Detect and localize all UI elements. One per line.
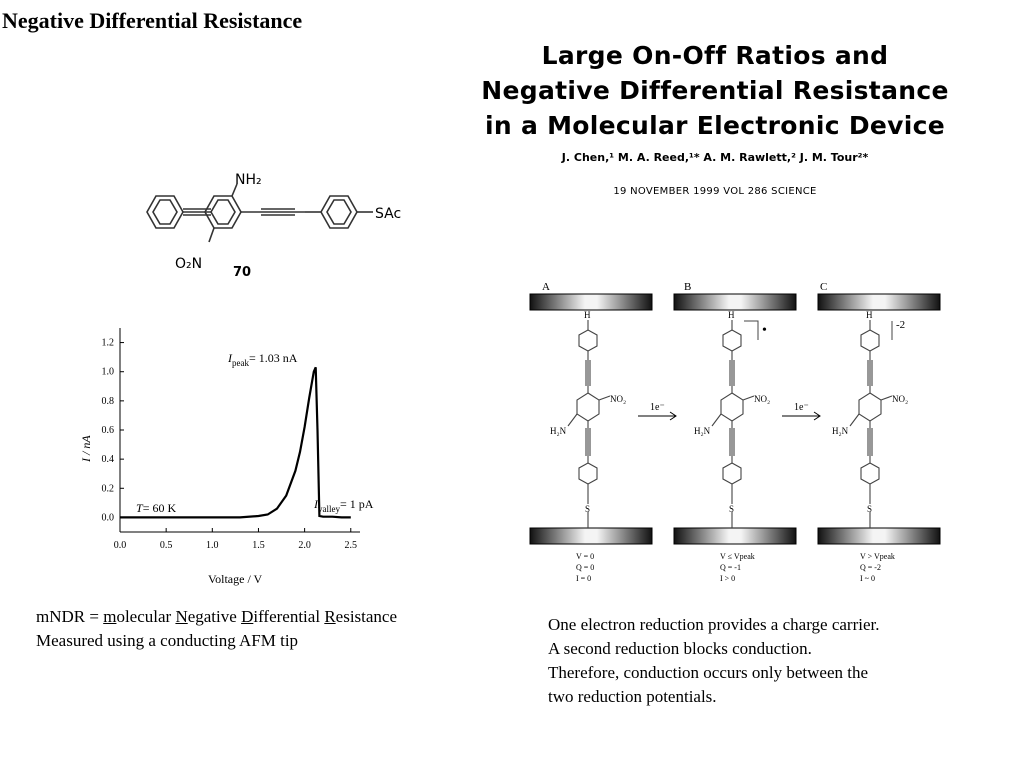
atom-label: H — [584, 310, 591, 320]
caption-line: A second reduction blocks conduction. — [548, 639, 812, 658]
radical-charge: • — [762, 323, 767, 338]
x-tick-label: 2.5 — [345, 540, 358, 551]
y-axis-label: I / nA — [79, 435, 93, 463]
reduction-arrow-label: 1e⁻ — [794, 402, 809, 413]
amine-label: H₂N — [694, 426, 711, 436]
sulfur-label: S — [585, 504, 590, 514]
mechanism-caption: One electron reduction provides a charge… — [548, 613, 880, 709]
y-tick-label: 0.0 — [102, 512, 115, 523]
bottom-electrode — [673, 527, 797, 545]
iv-curve — [120, 366, 351, 519]
sulfur-label: S — [729, 504, 734, 514]
nitro-label: NO₂ — [754, 394, 770, 404]
state-text: V > Vpeak — [860, 552, 895, 561]
paper-title: Large On-Off Ratios and Negative Differe… — [470, 38, 960, 143]
atom-label: H — [728, 310, 735, 320]
nitro-label: NO₂ — [610, 394, 626, 404]
x-tick-label: 2.0 — [298, 540, 311, 551]
paper-header: Large On-Off Ratios and Negative Differe… — [470, 38, 960, 197]
atom-label: H — [866, 310, 873, 320]
reduction-arrow-label: 1e⁻ — [650, 402, 665, 413]
temperature-annotation: T= 60 K — [136, 501, 176, 515]
y-tick-label: 0.8 — [102, 396, 115, 407]
bottom-electrode — [529, 527, 653, 545]
y-tick-label: 0.6 — [102, 425, 115, 436]
state-text: Q = -2 — [860, 563, 881, 572]
dianion-charge: -2 — [896, 319, 905, 331]
x-tick-label: 0.0 — [114, 540, 127, 551]
paper-citation: 19 NOVEMBER 1999 VOL 286 SCIENCE — [613, 186, 817, 197]
peak-annotation: Ipeak= 1.03 nA — [227, 351, 298, 368]
top-electrode — [817, 293, 941, 311]
panel-label: A — [542, 281, 550, 293]
mndr-definition: mNDR = molecular Negative Differential R… — [36, 607, 398, 626]
amine-label: NH₂ — [235, 172, 262, 188]
x-tick-label: 1.5 — [252, 540, 265, 551]
y-tick-label: 0.2 — [102, 483, 115, 494]
phenyl-ring — [146, 195, 184, 229]
top-electrode — [673, 293, 797, 311]
device-schematic: A B C H H H NO₂ NO₂ NO₂ H₂N H₂N H₂N S S … — [529, 281, 941, 583]
y-tick-label: 0.4 — [102, 454, 115, 465]
x-tick-label: 0.5 — [160, 540, 173, 551]
amine-label: H₂N — [832, 426, 849, 436]
caption-line: two reduction potentials. — [548, 687, 717, 706]
paper-title-line: in a Molecular Electronic Device — [484, 111, 946, 140]
reduction-arrows — [638, 411, 821, 421]
nitro-label: O₂N — [175, 256, 202, 272]
amine-label: H₂N — [550, 426, 567, 436]
state-text: Q = 0 — [576, 563, 594, 572]
sulfur-label: S — [867, 504, 872, 514]
x-tick-label: 1.0 — [206, 540, 219, 551]
slide-title: Negative Differential Resistance — [2, 8, 303, 33]
panel-label: C — [820, 281, 827, 293]
compound-number: 70 — [233, 265, 251, 280]
panel-c — [817, 293, 941, 545]
paper-title-line: Large On-Off Ratios and — [541, 41, 889, 70]
bottom-electrode — [817, 527, 941, 545]
paper-title-line: Negative Differential Resistance — [481, 76, 949, 105]
y-tick-label: 1.2 — [102, 338, 115, 349]
panel-label: B — [684, 281, 691, 293]
nitro-label: NO₂ — [892, 394, 908, 404]
state-text: Q = -1 — [720, 563, 741, 572]
mndr-caption: mNDR = molecular Negative Differential R… — [36, 605, 397, 653]
paper-authors: J. Chen,¹ M. A. Reed,¹* A. M. Rawlett,² … — [561, 151, 869, 164]
panel-a — [529, 293, 653, 545]
afm-note: Measured using a conducting AFM tip — [36, 631, 299, 650]
x-axis-label: Voltage / V — [208, 572, 263, 586]
caption-line: Therefore, conduction occurs only betwee… — [548, 663, 869, 682]
molecule-structure: NH₂ O₂N SAc 70 — [146, 172, 401, 280]
top-electrode — [529, 293, 653, 311]
state-text: V ≤ Vpeak — [720, 552, 755, 561]
y-tick-label: 1.0 — [102, 367, 115, 378]
state-text: I = 0 — [576, 574, 591, 583]
valley-annotation: Ivalley= 1 pA — [313, 497, 374, 514]
caption-line: One electron reduction provides a charge… — [548, 615, 880, 634]
panel-b — [673, 293, 797, 545]
state-text: I > 0 — [720, 574, 735, 583]
thioacetate-label: SAc — [375, 206, 401, 222]
state-text: I ~ 0 — [860, 574, 875, 583]
state-text: V = 0 — [576, 552, 594, 561]
